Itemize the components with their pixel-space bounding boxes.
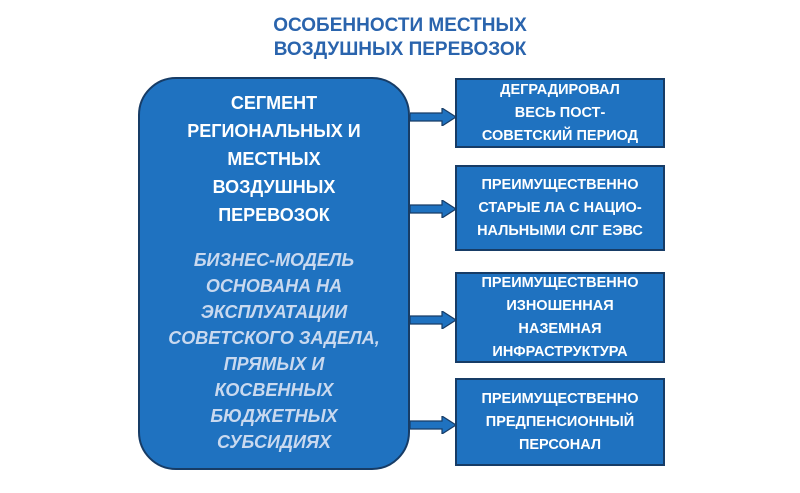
- title-line-1: ОСОБЕННОСТИ МЕСТНЫХ: [273, 15, 527, 36]
- title-line-2: ВОЗДУШНЫХ ПЕРЕВОЗОК: [273, 39, 527, 60]
- arrow-icon: [410, 108, 456, 126]
- diagram-title: ОСОБЕННОСТИ МЕСТНЫХ ВОЗДУШНЫХ ПЕРЕВОЗОК: [0, 14, 800, 62]
- main-subtext: БИЗНЕС-МОДЕЛЬ ОСНОВАНА НА ЭКСПЛУАТАЦИИ С…: [168, 250, 380, 452]
- feature-box-degradation: ДЕГРАДИРОВАЛ ВЕСЬ ПОСТ- СОВЕТСКИЙ ПЕРИОД: [455, 78, 665, 148]
- feature-box-infrastructure: ПРЕИМУЩЕСТВЕННО ИЗНОШЕННАЯ НАЗЕМНАЯ ИНФР…: [455, 272, 665, 363]
- main-segment-box: СЕГМЕНТ РЕГИОНАЛЬНЫХ И МЕСТНЫХ ВОЗДУШНЫХ…: [138, 77, 410, 470]
- arrow-icon: [410, 416, 456, 434]
- main-heading: СЕГМЕНТ РЕГИОНАЛЬНЫХ И МЕСТНЫХ ВОЗДУШНЫХ…: [187, 93, 361, 225]
- arrow-icon: [410, 200, 456, 218]
- arrow-icon: [410, 311, 456, 329]
- feature-box-aircraft: ПРЕИМУЩЕСТВЕННО СТАРЫЕ ЛА С НАЦИО- НАЛЬН…: [455, 165, 665, 251]
- feature-box-personnel: ПРЕИМУЩЕСТВЕННО ПРЕДПЕНСИОННЫЙ ПЕРСОНАЛ: [455, 378, 665, 466]
